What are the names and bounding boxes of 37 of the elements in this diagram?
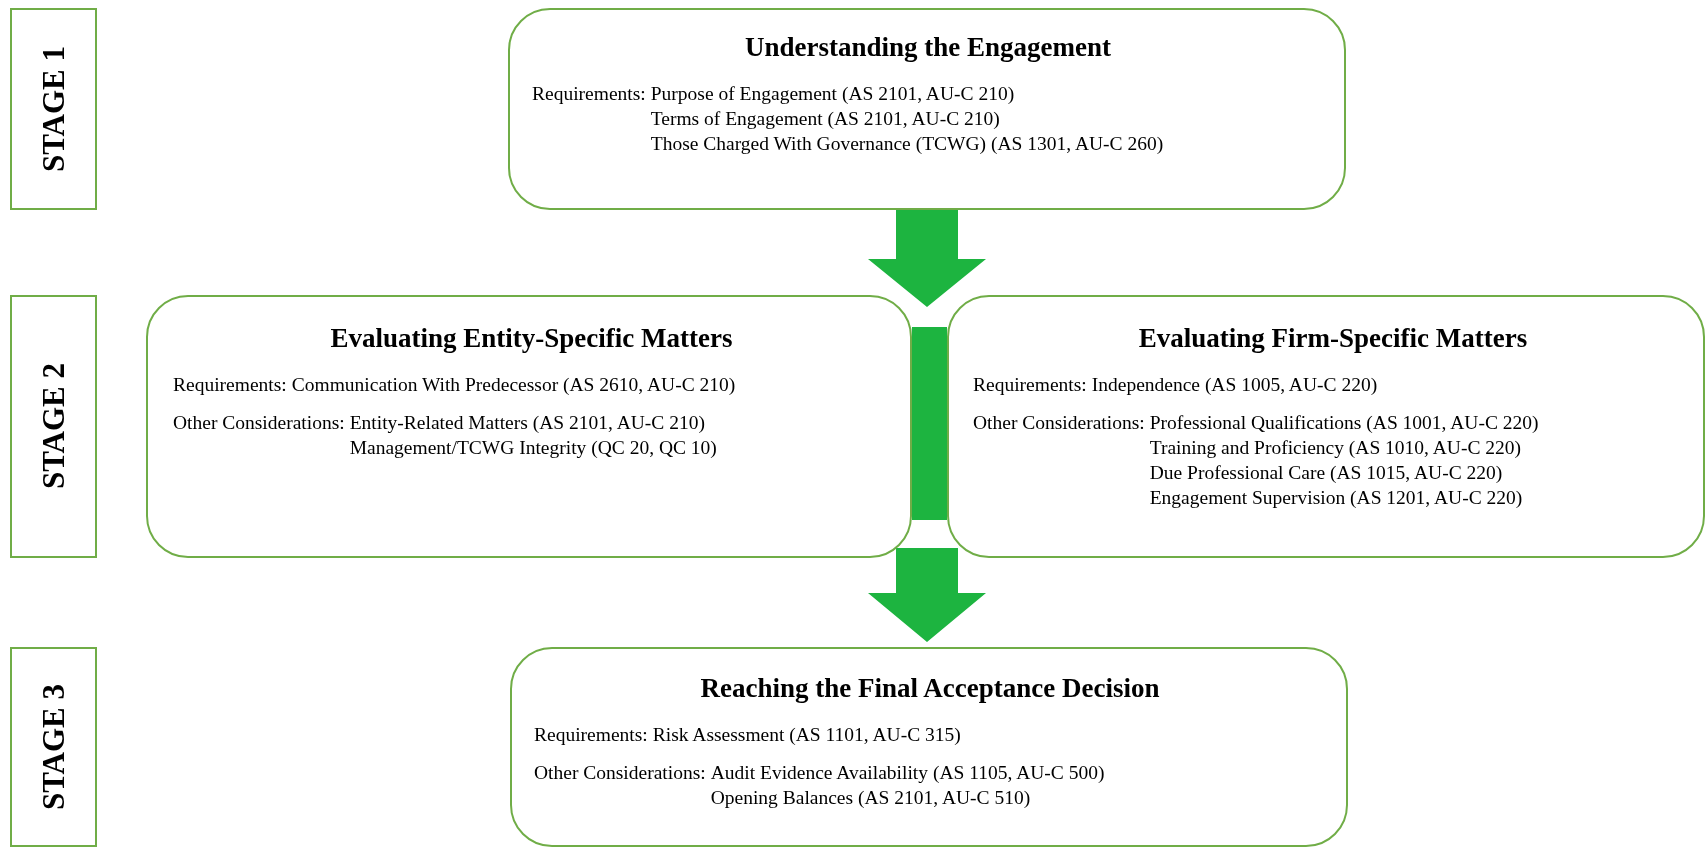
stage-box [10,8,97,210]
requirement-text: Management/TCWG Integrity (QC 20, QC 10) [349,436,717,460]
requirement-text: Entity-Related Matters (AS 2101, AU-C 210) [349,411,706,435]
requirement-text: Purpose of Engagement (AS 2101, AU-C 210) [650,82,1016,106]
stage-card [146,295,912,558]
requirement-text: Independence (AS 1005, AU-C 220) [1091,373,1378,397]
stage-label: STAGE 2 [35,363,72,490]
requirement-text: Engagement Supervision (AS 1201, AU-C 220) [1149,486,1524,510]
section-label: Requirements: [532,82,646,106]
stage-box [10,647,97,847]
requirement-text: Professional Qualifications (AS 1001, AU-C 220) [1149,411,1539,435]
requirement-text: Terms of Engagement (AS 2101, AU-C 210) [650,107,1001,131]
card-heading: Reaching the Final Acceptance Decision [699,673,1161,704]
section-label: Other Considerations: [534,761,706,785]
block-arrow [868,327,986,642]
section-label: Requirements: [534,723,648,747]
block-arrow [868,210,986,307]
requirement-text: Audit Evidence Availability (AS 1105, AU-C 500) [710,761,1105,785]
section-label: Requirements: [173,373,287,397]
requirement-text: Those Charged With Governance (TCWG) (AS 1301, AU-C 260) [650,132,1164,156]
card-heading: Understanding the Engagement [744,32,1112,63]
requirement-text: Training and Proficiency (AS 1010, AU-C 220) [1149,436,1523,460]
stage-label: STAGE 3 [35,683,72,810]
requirement-text: Communication With Predecessor (AS 2610, AU-C 210) [291,373,736,397]
card-heading: Evaluating Firm-Specific Matters [1137,323,1529,354]
card-heading: Evaluating Entity-Specific Matters [329,323,734,354]
stage-card [508,8,1346,210]
requirement-text: Risk Assessment (AS 1101, AU-C 315) [652,723,961,747]
section-label: Other Considerations: [973,411,1145,435]
section-label: Other Considerations: [173,411,345,435]
stage-label: STAGE 1 [35,45,72,172]
stage-card [947,295,1705,558]
requirement-text: Opening Balances (AS 2101, AU-C 510) [710,786,1032,810]
stage-box [10,295,97,558]
section-label: Requirements: [973,373,1087,397]
requirement-text: Due Professional Care (AS 1015, AU-C 220) [1149,461,1504,485]
stage-card [510,647,1348,847]
